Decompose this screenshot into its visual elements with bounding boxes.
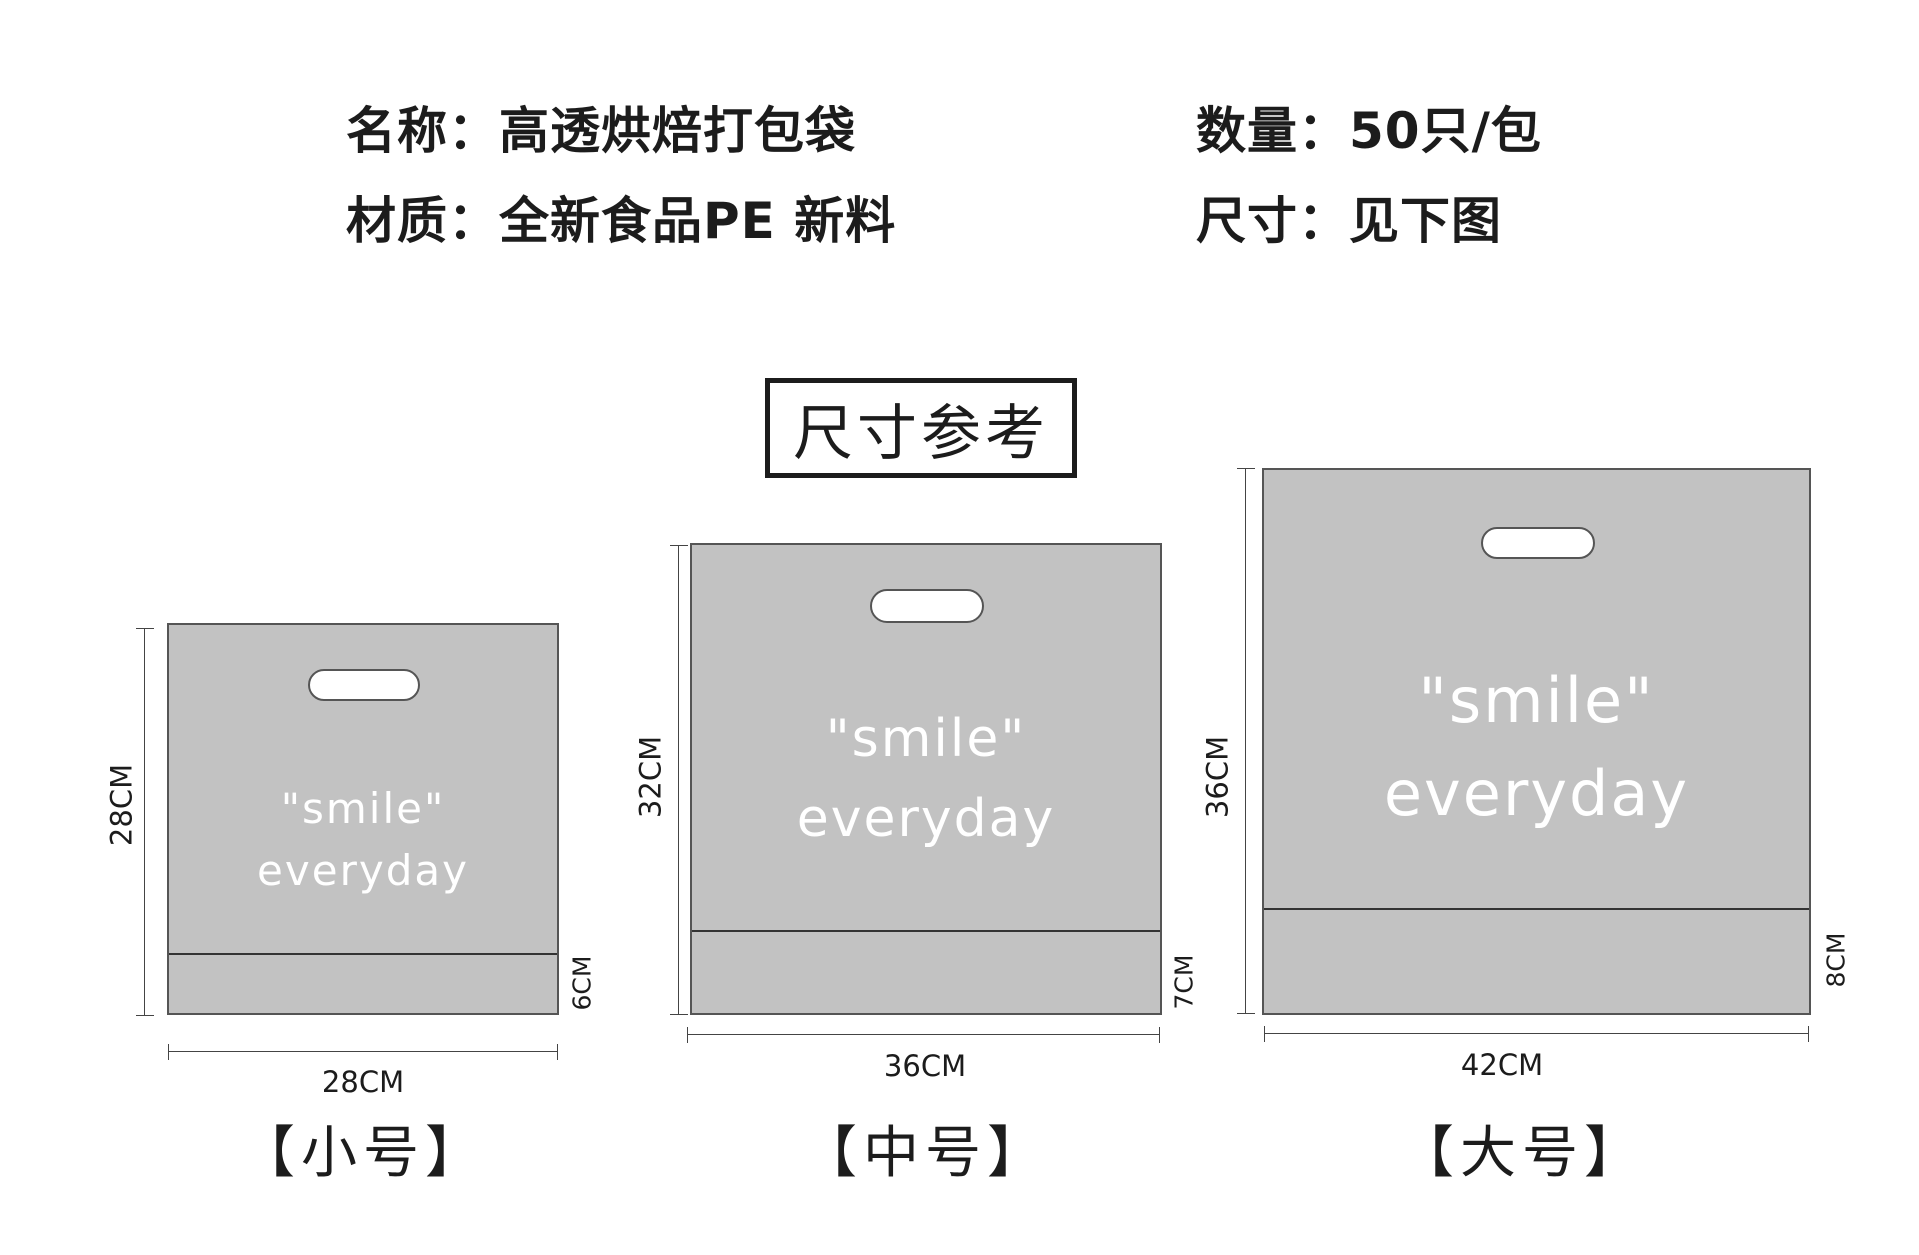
height-tick-top-large bbox=[1237, 468, 1255, 469]
material-value: 全新食品PE 新料 bbox=[499, 192, 897, 250]
width-label-medium: 36CM bbox=[883, 1049, 967, 1083]
handle-hole-small bbox=[308, 669, 420, 701]
height-tick-bottom-large bbox=[1237, 1013, 1255, 1014]
bag-text-line2-medium: everyday bbox=[796, 789, 1056, 849]
height-tick-bottom-medium bbox=[670, 1014, 688, 1015]
bag-text-line2-large: everyday bbox=[1383, 757, 1690, 830]
bag-text-line1-small: "smile" bbox=[280, 784, 446, 833]
height-label-medium: 32CM bbox=[633, 735, 668, 819]
handle-hole-large bbox=[1481, 527, 1595, 559]
size-value: 见下图 bbox=[1349, 192, 1502, 250]
width-tick-left-small bbox=[168, 1044, 169, 1060]
bag-text-line1-large: "smile" bbox=[1418, 664, 1655, 737]
height-label-large: 36CM bbox=[1200, 735, 1235, 819]
width-tick-right-large bbox=[1808, 1026, 1809, 1042]
bag-text-line2-small: everyday bbox=[257, 846, 469, 895]
size-reference-text: 尺寸参考 bbox=[793, 398, 1049, 469]
quantity-row: 数量：50只/包 bbox=[1196, 106, 1542, 156]
gusset-small bbox=[169, 953, 557, 1013]
gusset-large bbox=[1264, 908, 1809, 1013]
size-name-medium: 【中号】 bbox=[801, 1121, 1049, 1186]
material-label: 材质： bbox=[346, 192, 499, 250]
height-dimension-line-medium bbox=[678, 545, 679, 1015]
width-tick-right-medium bbox=[1159, 1027, 1160, 1043]
bag-small: "smile" everyday bbox=[167, 623, 559, 1015]
product-name-row: 名称：高透烘焙打包袋 bbox=[346, 106, 856, 156]
height-tick-bottom-small bbox=[136, 1015, 154, 1016]
width-tick-left-large bbox=[1264, 1026, 1265, 1042]
quantity-value: 50只/包 bbox=[1349, 102, 1542, 160]
width-tick-right-small bbox=[557, 1044, 558, 1060]
size-label: 尺寸： bbox=[1196, 192, 1349, 250]
height-label-small: 28CM bbox=[104, 763, 139, 847]
width-tick-left-medium bbox=[687, 1027, 688, 1043]
height-dimension-line-large bbox=[1245, 468, 1246, 1014]
size-reference-title: 尺寸参考 bbox=[765, 378, 1077, 478]
bag-medium: "smile" everyday bbox=[690, 543, 1162, 1015]
gusset-label-medium: 7CM bbox=[1169, 954, 1199, 1010]
width-dimension-line-medium bbox=[687, 1034, 1160, 1035]
product-name-label: 名称： bbox=[346, 102, 499, 160]
product-name-value: 高透烘焙打包袋 bbox=[499, 102, 856, 160]
gusset-medium bbox=[692, 930, 1160, 1013]
gusset-label-small: 6CM bbox=[567, 955, 597, 1011]
bag-large: "smile" everyday bbox=[1262, 468, 1811, 1015]
gusset-label-large: 8CM bbox=[1821, 932, 1851, 988]
width-label-large: 42CM bbox=[1460, 1048, 1544, 1082]
size-row: 尺寸：见下图 bbox=[1196, 196, 1502, 246]
quantity-label: 数量： bbox=[1196, 102, 1349, 160]
width-dimension-line-small bbox=[168, 1051, 558, 1052]
handle-hole-medium bbox=[870, 589, 984, 623]
height-dimension-line-small bbox=[144, 628, 145, 1016]
size-name-large: 【大号】 bbox=[1398, 1121, 1646, 1186]
material-row: 材质：全新食品PE 新料 bbox=[346, 196, 896, 246]
width-dimension-line-large bbox=[1264, 1033, 1809, 1034]
width-label-small: 28CM bbox=[321, 1065, 405, 1099]
height-tick-top-small bbox=[136, 628, 154, 629]
height-tick-top-medium bbox=[670, 545, 688, 546]
bag-text-line1-medium: "smile" bbox=[825, 709, 1027, 769]
size-name-small: 【小号】 bbox=[239, 1121, 487, 1186]
